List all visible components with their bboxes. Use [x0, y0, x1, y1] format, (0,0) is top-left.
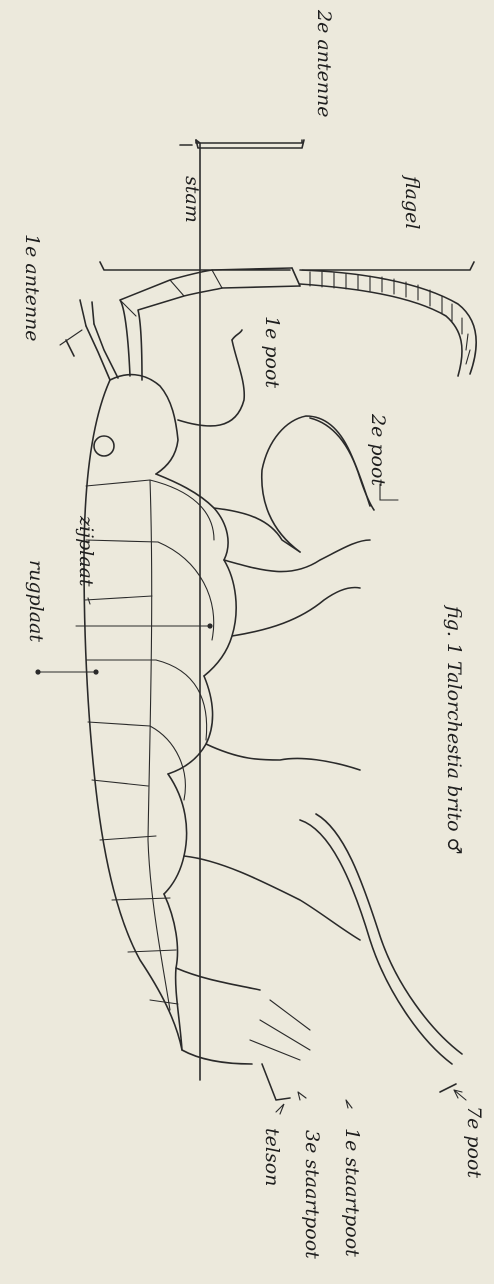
leader-rugplaat	[35, 623, 212, 674]
leg-5-6	[184, 744, 360, 940]
label-zijplaat: zijplaat	[75, 515, 97, 587]
arrow-telson	[276, 1104, 284, 1114]
uropods	[176, 968, 310, 1100]
antenna-1	[66, 300, 118, 380]
figure-caption: fig. 1 Talorchestia brito ♂	[443, 604, 465, 855]
arrow-1e-staartpoot	[346, 1100, 352, 1108]
label-flagel: flagel	[401, 174, 423, 229]
label-1e-poot: 1e poot	[261, 316, 283, 388]
bracket-2e-antenne-top	[196, 140, 304, 148]
label-stam: stam	[181, 176, 203, 223]
leg-2-gnathopod	[214, 416, 374, 552]
label-telson: telson	[261, 1128, 283, 1186]
leg-1	[178, 330, 244, 426]
arrow-7e-poot	[454, 1090, 466, 1100]
label-1e-antenne: 1e antenne	[21, 234, 43, 342]
arrow-2e-poot	[380, 484, 398, 500]
label-rugplaat: rugplaat	[25, 560, 47, 642]
label-2e-poot: 2e poot	[367, 413, 389, 486]
label-3e-staartpoot: 3e staartpoot	[301, 1130, 323, 1259]
label-7e-poot: 7e poot	[463, 1106, 485, 1178]
label-1e-staartpoot: 1e staartpoot	[341, 1128, 363, 1257]
bracket-2e-antenne	[196, 140, 302, 143]
leader-antenne-1	[60, 330, 82, 345]
body-outline	[84, 375, 236, 1050]
leg-7	[300, 814, 462, 1092]
leader-zijplaat	[88, 598, 90, 604]
arrow-3e-staartpoot	[298, 1092, 306, 1100]
antenna-2-flagel	[292, 268, 476, 376]
label-2e-antenne: 2e antenne	[313, 9, 335, 118]
leg-3-4	[224, 540, 370, 636]
bracket-2e-antenne	[196, 140, 200, 1080]
bracket-flagel	[302, 262, 474, 270]
